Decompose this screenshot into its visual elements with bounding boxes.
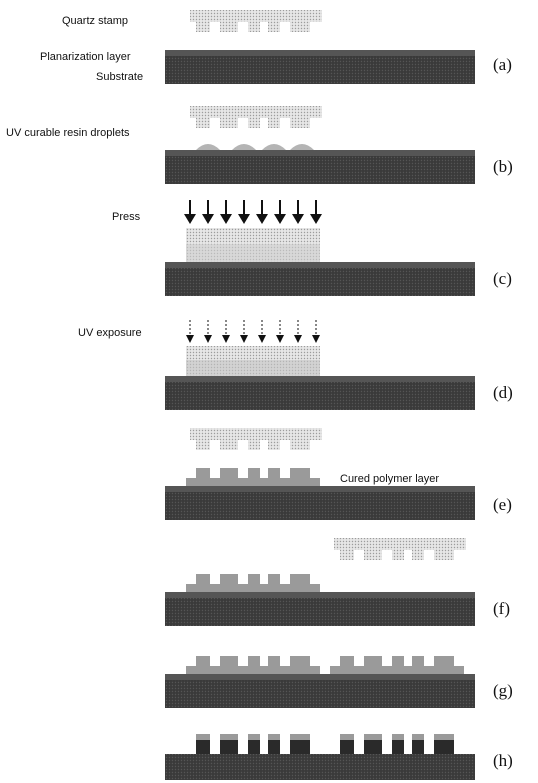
panel-c: Press (c) <box>112 200 512 296</box>
step-label-e: (e) <box>493 495 512 514</box>
step-label-b: (b) <box>493 157 513 176</box>
label-cured-polymer: Cured polymer layer <box>340 473 439 485</box>
resin-droplets <box>196 144 314 150</box>
panel-g: (g) <box>165 656 513 708</box>
substrate <box>165 598 475 626</box>
dashed-arrow-down-icon <box>186 320 194 343</box>
panel-e: Cured polymer layer (e) <box>165 428 512 520</box>
planarization-layer <box>165 150 475 156</box>
label-quartz-stamp: Quartz stamp <box>62 15 128 27</box>
cured-polymer-layer <box>186 574 320 592</box>
quartz-stamp <box>190 106 322 128</box>
stamp-in-resin <box>186 228 320 264</box>
cured-polymer-layer <box>186 468 320 486</box>
substrate <box>165 156 475 184</box>
dashed-arrow-down-icon <box>222 320 230 343</box>
step-label-d: (d) <box>493 383 513 402</box>
substrate <box>165 492 475 520</box>
arrow-down-icon <box>292 200 304 224</box>
step-label-h: (h) <box>493 751 513 770</box>
planarization-layer <box>165 674 475 680</box>
planarization-layer <box>165 376 475 382</box>
step-label-a: (a) <box>493 55 512 74</box>
planarization-layer <box>165 486 475 492</box>
substrate <box>165 56 475 84</box>
quartz-stamp <box>190 10 322 32</box>
planarization-layer <box>165 262 475 268</box>
planarization-layer <box>165 592 475 598</box>
step-label-f: (f) <box>493 599 510 618</box>
label-uv-exposure: UV exposure <box>78 327 142 339</box>
substrate <box>165 382 475 410</box>
arrow-down-icon <box>184 200 196 224</box>
label-press: Press <box>112 211 141 223</box>
substrate <box>165 268 475 296</box>
panel-h: (h) <box>165 734 513 780</box>
label-substrate: Substrate <box>96 71 143 83</box>
panel-f: (f) <box>165 538 510 626</box>
dashed-arrow-down-icon <box>276 320 284 343</box>
dashed-arrow-down-icon <box>204 320 212 343</box>
arrow-down-icon <box>274 200 286 224</box>
panel-a: Quartz stamp Planarization layer Substra… <box>40 10 512 84</box>
cured-polymer-layer-left <box>186 656 320 674</box>
dashed-arrow-down-icon <box>240 320 248 343</box>
arrow-down-icon <box>238 200 250 224</box>
dashed-arrow-down-icon <box>312 320 320 343</box>
stamp-in-resin <box>186 346 320 378</box>
substrate <box>165 754 475 780</box>
cured-polymer-layer-right <box>330 656 464 674</box>
uv-arrows <box>186 320 320 343</box>
arrow-down-icon <box>202 200 214 224</box>
planarization-layer <box>165 50 475 56</box>
step-label-c: (c) <box>493 269 512 288</box>
arrow-down-icon <box>310 200 322 224</box>
quartz-stamp <box>334 538 466 560</box>
arrow-down-icon <box>256 200 268 224</box>
label-uv-resin: UV curable resin droplets <box>6 127 130 139</box>
step-label-g: (g) <box>493 681 513 700</box>
label-planarization-layer: Planarization layer <box>40 51 131 63</box>
arrow-down-icon <box>220 200 232 224</box>
panel-b: UV curable resin droplets (b) <box>6 106 513 184</box>
press-arrows <box>184 200 322 224</box>
etched-pattern <box>196 734 454 754</box>
quartz-stamp <box>190 428 322 450</box>
dashed-arrow-down-icon <box>294 320 302 343</box>
panel-d: UV exposure (d) <box>78 320 513 410</box>
substrate <box>165 680 475 708</box>
dashed-arrow-down-icon <box>258 320 266 343</box>
